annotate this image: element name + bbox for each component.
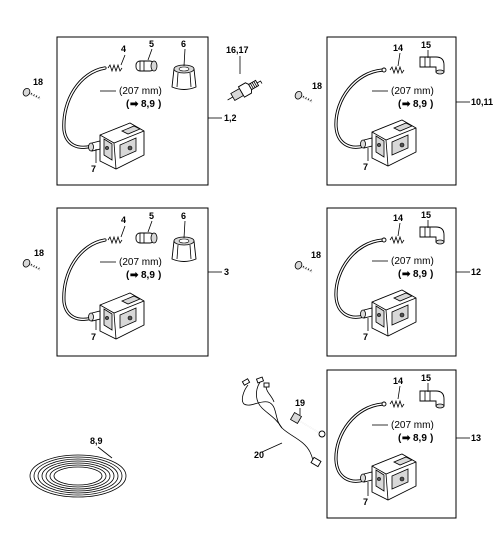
ignition-coil-icon	[88, 292, 145, 340]
spark-plug-label: 16,17	[226, 45, 249, 55]
wire-coil-group: 8,9	[29, 436, 127, 498]
ignition-coil-icon	[360, 119, 417, 167]
ref-parts: 8,9	[413, 99, 427, 110]
callout-a: 4	[121, 215, 126, 225]
spring-icon	[389, 236, 405, 244]
screw-icon	[21, 86, 41, 100]
callout-c: 6	[181, 39, 186, 49]
ref-parts: 8,9	[413, 269, 427, 280]
callout-coil: 7	[363, 162, 368, 172]
spring-icon	[107, 236, 123, 244]
callout-b: 5	[149, 39, 154, 49]
screw-group-1: 18	[21, 77, 43, 100]
ref-parts: 8,9	[141, 99, 155, 110]
cable-length: (207 mm)	[391, 256, 434, 267]
callout-coil: 7	[91, 164, 96, 174]
angled-boot-icon	[419, 56, 445, 75]
cap-icon	[171, 236, 197, 262]
screw-icon	[293, 89, 313, 103]
panel-4: 14 15 7 (207 mm) ( ➡ 8,9 ) 12	[326, 207, 481, 357]
side-label: 1,2	[224, 113, 237, 123]
wire-coil-label: 8,9	[90, 436, 103, 446]
screw-group-3: 18	[21, 248, 44, 271]
side-label: 12	[471, 267, 481, 277]
ref-arrow: ➡	[402, 433, 411, 444]
spring-icon	[389, 66, 405, 74]
screw-label: 18	[33, 77, 43, 87]
callout-b: 5	[149, 211, 154, 221]
ref-arrow: ➡	[402, 99, 411, 110]
screw-group-2: 18	[293, 81, 322, 103]
panel-5: 14 15 7 (207 mm) ( ➡ 8,9 ) 13	[326, 369, 481, 519]
cable-length: (207 mm)	[391, 86, 434, 97]
ref-close: )	[430, 433, 433, 444]
callout-b: 15	[421, 373, 431, 383]
ref-open: (	[398, 269, 402, 280]
ref-arrow: ➡	[130, 99, 139, 110]
cable-length: (207 mm)	[391, 420, 434, 431]
screw-label: 18	[34, 248, 44, 258]
side-label: 13	[471, 433, 481, 443]
screw-label: 18	[312, 81, 322, 91]
ref-open: (	[126, 270, 130, 281]
harness-label: 20	[254, 450, 264, 460]
ref-close: )	[430, 269, 433, 280]
callout-coil: 7	[91, 332, 96, 342]
ref-close: )	[158, 270, 161, 281]
angled-boot-icon	[419, 226, 445, 245]
ref-arrow: ➡	[402, 269, 411, 280]
callout-c: 6	[181, 211, 186, 221]
ref-open: (	[126, 99, 130, 110]
cable-length: (207 mm)	[119, 257, 162, 268]
callout-a: 4	[121, 44, 126, 54]
screw-group-4: 18	[293, 250, 321, 273]
callout-b: 15	[421, 210, 431, 220]
spring-icon	[107, 64, 123, 72]
ref-open: (	[398, 99, 402, 110]
ignition-coil-icon	[360, 289, 417, 337]
panel-1: 4 5 6 7 (207 mm) ( ➡ 8,9 ) 1,2	[56, 36, 237, 186]
callout-a: 14	[393, 213, 403, 223]
ignition-coil-icon	[360, 453, 417, 501]
spark-plug-group: 16,17	[224, 45, 264, 106]
panel-2: 14 15 7 (207 mm) ( ➡ 8,9 ) 10,11	[326, 36, 493, 186]
callout-coil: 7	[363, 497, 368, 507]
ref-parts: 8,9	[413, 433, 427, 444]
spring-icon	[389, 400, 405, 408]
ignition-coil-icon	[88, 122, 145, 170]
plug-boot-icon	[135, 232, 158, 244]
bolt-label: 19	[295, 398, 305, 408]
callout-a: 14	[393, 376, 403, 386]
screw-label: 18	[311, 250, 321, 260]
plug-boot-icon	[135, 60, 158, 72]
screw-icon	[21, 257, 41, 271]
callout-coil: 7	[363, 332, 368, 342]
side-label: 3	[224, 267, 229, 277]
ref-open: (	[398, 433, 402, 444]
ref-close: )	[158, 99, 161, 110]
spark-plug-icon	[224, 75, 264, 106]
bolt-icon	[289, 411, 326, 438]
ref-parts: 8,9	[141, 270, 155, 281]
angled-boot-icon	[419, 390, 445, 409]
callout-a: 14	[393, 43, 403, 53]
ref-arrow: ➡	[130, 270, 139, 281]
cap-icon	[171, 64, 197, 90]
harness-group: 20 19	[241, 376, 326, 468]
cable-length: (207 mm)	[119, 86, 162, 97]
ref-close: )	[430, 99, 433, 110]
panel-3: 4 5 6 7 (207 mm) ( ➡ 8,9 ) 3	[56, 207, 229, 357]
side-label: 10,11	[471, 97, 493, 107]
callout-b: 15	[421, 40, 431, 50]
screw-icon	[293, 259, 313, 273]
